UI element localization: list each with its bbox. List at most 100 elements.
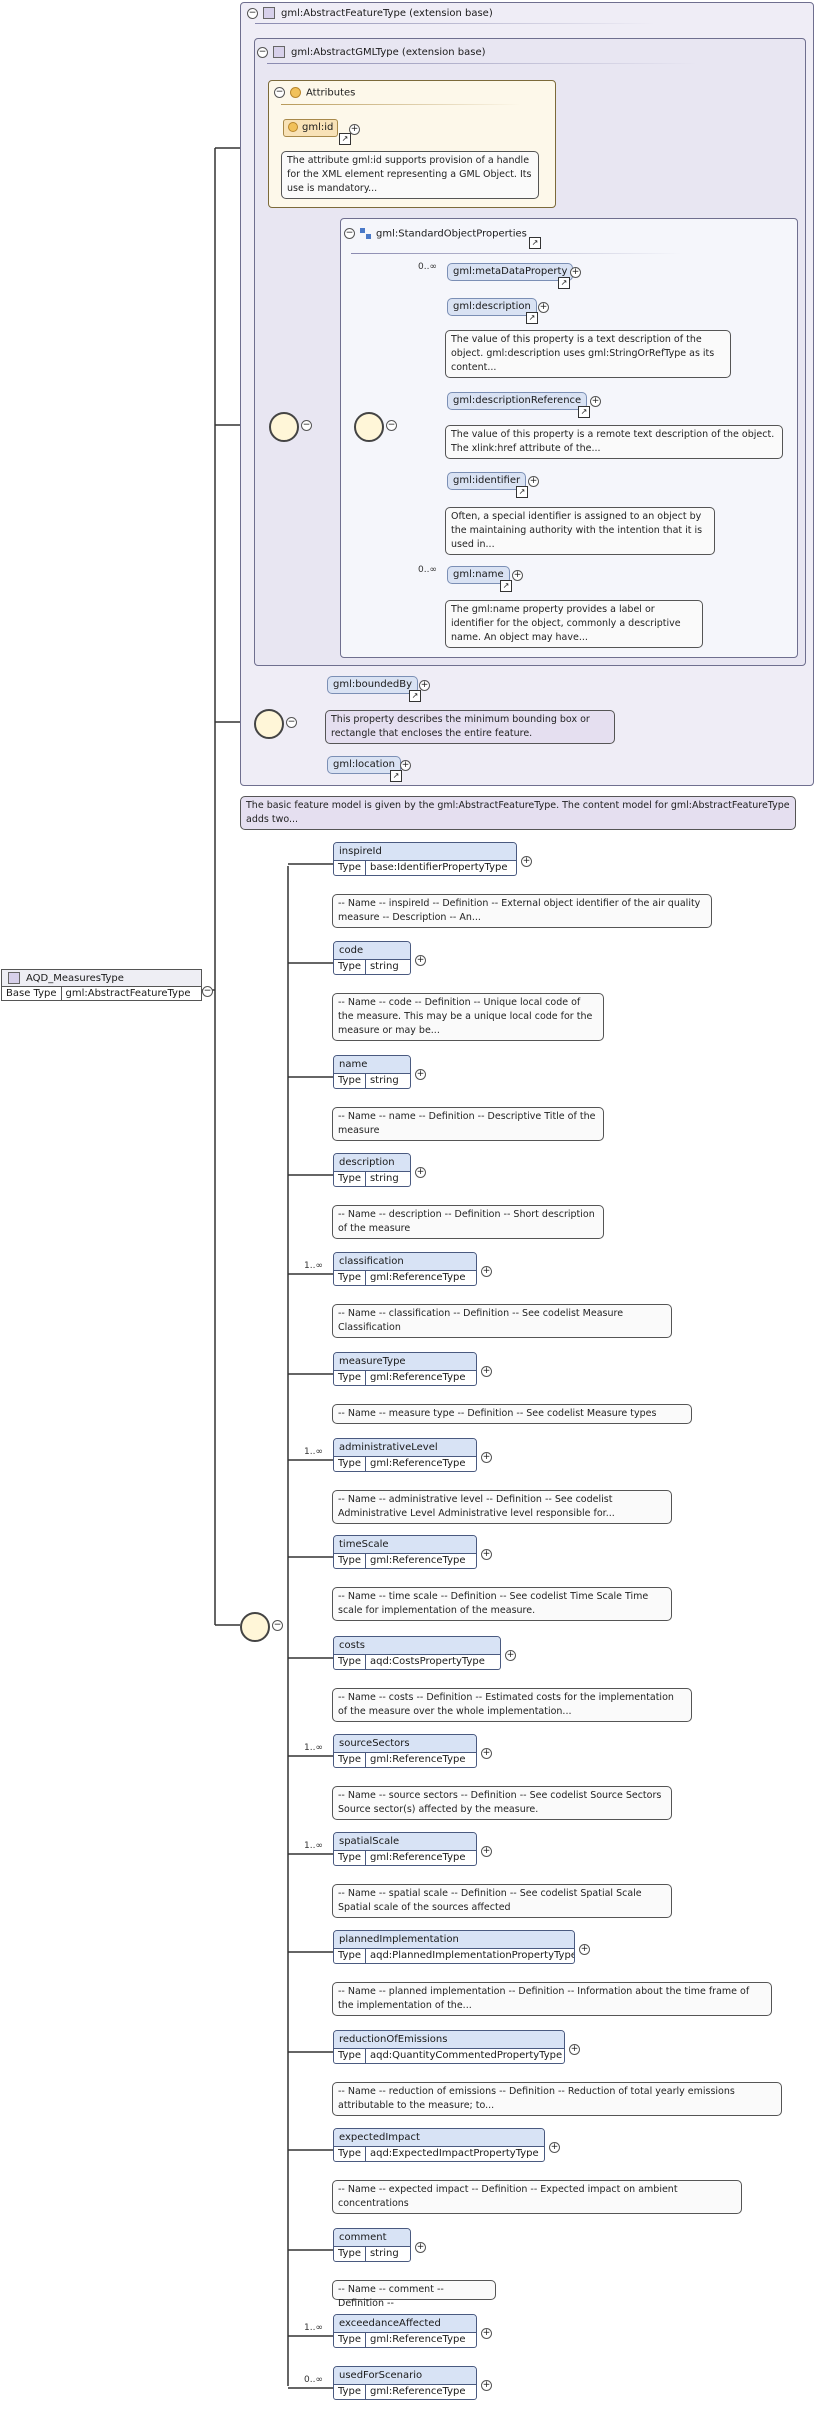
expand-toggle[interactable]: + bbox=[505, 1650, 516, 1661]
expand-toggle[interactable]: + bbox=[570, 267, 581, 278]
sequence-compositor-icon[interactable] bbox=[269, 412, 299, 442]
reference-link-icon[interactable]: ↗ bbox=[526, 312, 538, 324]
element-multiplicity: 1..∞ bbox=[304, 1261, 323, 1271]
expand-toggle[interactable]: + bbox=[528, 476, 539, 487]
abstract-feature-header[interactable]: −gml:AbstractFeatureType (extension base… bbox=[247, 7, 493, 19]
expand-toggle[interactable]: + bbox=[481, 1846, 492, 1857]
expand-toggle[interactable]: + bbox=[549, 2142, 560, 2153]
expand-toggle[interactable]: + bbox=[349, 124, 360, 135]
header-rule bbox=[267, 63, 697, 64]
expand-toggle[interactable]: + bbox=[481, 2328, 492, 2339]
reference-link-icon[interactable]: ↗ bbox=[529, 237, 541, 249]
bounded-by-element[interactable]: gml:boundedBy bbox=[327, 676, 419, 694]
element-name: administrativeLevel bbox=[334, 1439, 476, 1457]
element-name: timeScale bbox=[334, 1536, 476, 1554]
element-type-value: string bbox=[369, 1173, 399, 1184]
root-type-box[interactable]: AQD_MeasuresType Base Type gml:AbstractF… bbox=[1, 969, 202, 1001]
root-type-name: AQD_MeasuresType bbox=[2, 970, 201, 987]
expand-toggle[interactable]: + bbox=[481, 2380, 492, 2391]
attribute-icon bbox=[288, 122, 298, 132]
collapse-toggle[interactable]: − bbox=[247, 7, 258, 19]
attributes-header[interactable]: −Attributes bbox=[274, 87, 355, 99]
collapse-toggle[interactable]: − bbox=[274, 87, 285, 98]
element-type-value: gml:ReferenceType bbox=[369, 2334, 466, 2345]
element-multiplicity: 1..∞ bbox=[304, 2323, 323, 2333]
reference-link-icon[interactable]: ↗ bbox=[500, 580, 512, 592]
expand-toggle[interactable]: + bbox=[481, 1366, 492, 1377]
expand-toggle[interactable]: + bbox=[481, 1549, 492, 1560]
expand-toggle[interactable]: + bbox=[481, 1266, 492, 1277]
expand-toggle[interactable]: + bbox=[415, 955, 426, 966]
sequence-compositor-icon[interactable] bbox=[240, 1612, 270, 1642]
reference-link-icon[interactable]: ↗ bbox=[558, 277, 570, 289]
expand-toggle[interactable]: + bbox=[415, 1069, 426, 1080]
sequence-compositor-icon[interactable] bbox=[254, 709, 284, 739]
element-documentation: -- Name -- reduction of emissions -- Def… bbox=[332, 2082, 782, 2116]
reference-link-icon[interactable]: ↗ bbox=[409, 690, 421, 702]
element-type-label: Type bbox=[334, 2049, 366, 2063]
std-item-documentation: Often, a special identifier is assigned … bbox=[445, 507, 715, 555]
element-documentation: -- Name -- administrative level -- Defin… bbox=[332, 1490, 672, 1524]
std-item-element[interactable]: gml:metaDataProperty bbox=[447, 263, 574, 281]
expand-toggle[interactable]: + bbox=[400, 760, 411, 771]
collapse-toggle[interactable]: − bbox=[286, 717, 297, 728]
reference-link-icon[interactable]: ↗ bbox=[516, 486, 528, 498]
expand-toggle[interactable]: + bbox=[590, 396, 601, 407]
expand-toggle[interactable]: + bbox=[481, 1748, 492, 1759]
root-collapse-toggle[interactable]: − bbox=[202, 986, 213, 997]
expand-toggle[interactable]: + bbox=[579, 1944, 590, 1955]
collapse-toggle[interactable]: − bbox=[257, 46, 268, 58]
expand-toggle[interactable]: + bbox=[512, 570, 523, 581]
expand-toggle[interactable]: + bbox=[415, 1167, 426, 1178]
std-item-element[interactable]: gml:identifier bbox=[447, 472, 527, 490]
std-item-multiplicity: 0..∞ bbox=[418, 565, 437, 575]
reference-link-icon[interactable]: ↗ bbox=[578, 406, 590, 418]
element-multiplicity: 1..∞ bbox=[304, 1447, 323, 1457]
expand-toggle[interactable]: + bbox=[419, 680, 430, 691]
expand-toggle[interactable]: + bbox=[521, 856, 532, 867]
reference-link-icon[interactable]: ↗ bbox=[339, 133, 351, 145]
element-multiplicity: 1..∞ bbox=[304, 1743, 323, 1753]
element-multiplicity: 1..∞ bbox=[304, 1841, 323, 1851]
element-type-value: gml:ReferenceType bbox=[369, 2386, 466, 2397]
std-item-element[interactable]: gml:name bbox=[447, 566, 510, 584]
element-name: name bbox=[334, 1056, 410, 1074]
expand-toggle[interactable]: + bbox=[415, 2242, 426, 2253]
abstract-gml-header[interactable]: −gml:AbstractGMLType (extension base) bbox=[257, 46, 486, 58]
collapse-toggle[interactable]: − bbox=[386, 420, 397, 431]
element-type-label: Type bbox=[334, 2147, 366, 2161]
element-type-value: gml:ReferenceType bbox=[369, 1458, 466, 1469]
sequence-compositor-icon[interactable] bbox=[354, 412, 384, 442]
gml-id-attribute[interactable]: gml:id bbox=[283, 119, 339, 137]
std-item-documentation: The gml:name property provides a label o… bbox=[445, 600, 703, 648]
std-item-element[interactable]: gml:descriptionReference bbox=[447, 392, 588, 410]
complex-type-icon bbox=[263, 7, 275, 19]
standard-object-properties-header[interactable]: −gml:StandardObjectProperties bbox=[344, 228, 527, 240]
collapse-toggle[interactable]: − bbox=[272, 1620, 283, 1631]
expand-toggle[interactable]: + bbox=[538, 302, 549, 313]
collapse-toggle[interactable]: − bbox=[344, 228, 355, 239]
std-item-element[interactable]: gml:description bbox=[447, 298, 537, 316]
expand-toggle[interactable]: + bbox=[569, 2044, 580, 2055]
reference-link-icon[interactable]: ↗ bbox=[390, 770, 402, 782]
element-name: costs bbox=[334, 1637, 500, 1655]
collapse-toggle[interactable]: − bbox=[301, 420, 312, 431]
expand-toggle[interactable]: + bbox=[481, 1452, 492, 1463]
